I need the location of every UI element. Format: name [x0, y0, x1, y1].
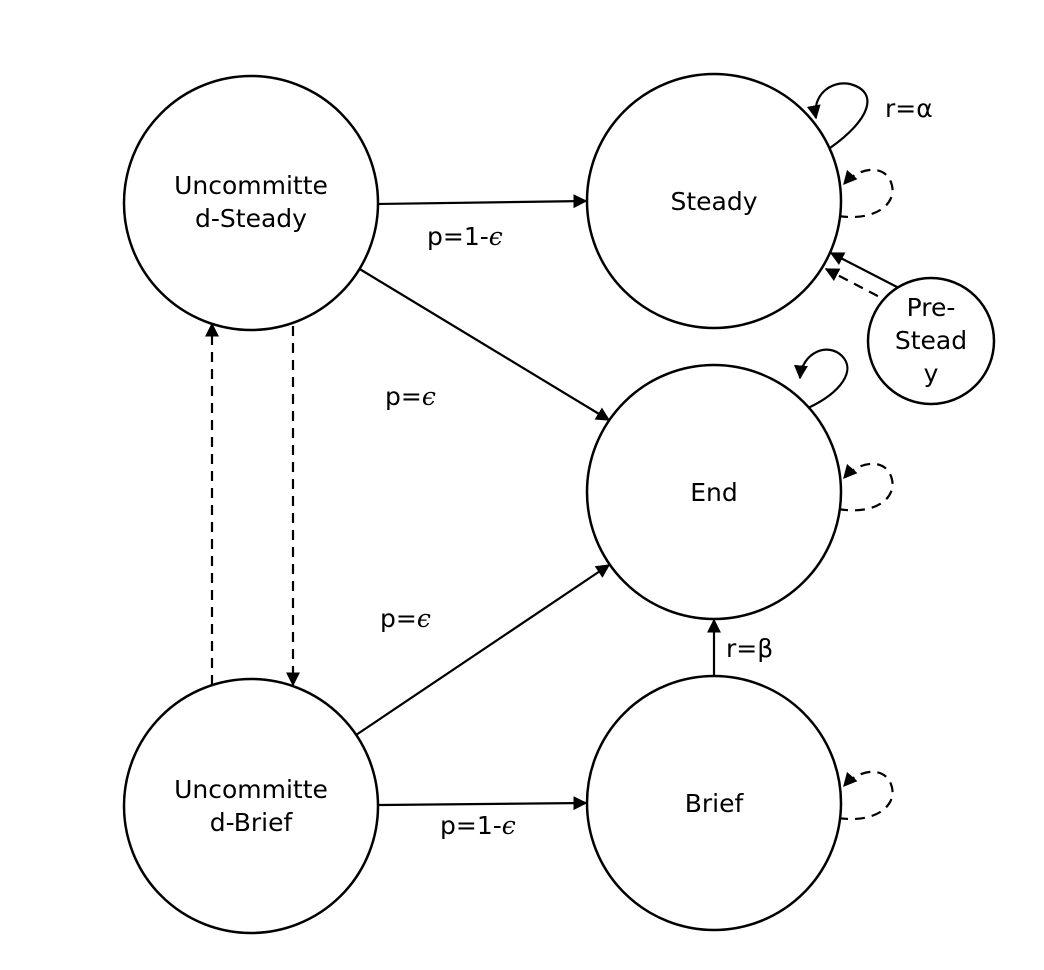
node-brief: Brief	[585, 674, 843, 932]
edge-us-to-end	[357, 267, 611, 421]
svg-text:Steady: Steady	[670, 187, 757, 216]
edge-ub-to-end	[355, 564, 611, 736]
node-uncommitted-brief: Uncommitte d-Brief	[122, 677, 380, 935]
svg-text:Pre-: Pre-	[907, 293, 956, 322]
label-us-to-end: p=ϵ	[385, 382, 436, 411]
steady-self-loop-solid	[806, 82, 869, 149]
edge-presteady-to-steady-dashed	[824, 268, 894, 305]
label-steady-self-loop: r=α	[885, 94, 933, 123]
node-uncommitted-steady: Uncommitte d-Steady	[122, 74, 380, 332]
edge-ub-to-brief	[377, 796, 588, 811]
edge-presteady-to-steady	[829, 252, 898, 288]
brief-self-loop-dashed	[837, 770, 894, 821]
label-ub-to-brief: p=1-ϵ	[440, 811, 516, 840]
svg-text:Brief: Brief	[685, 789, 745, 818]
node-steady: Steady	[585, 72, 843, 330]
svg-text:Uncommitte: Uncommitte	[174, 171, 328, 200]
svg-text:y: y	[924, 359, 939, 388]
node-pre-steady: Pre- Stead y	[866, 276, 996, 406]
label-ub-to-end: p=ϵ	[380, 604, 431, 633]
edge-us-to-steady	[377, 194, 588, 209]
svg-text:d-Brief: d-Brief	[210, 808, 294, 837]
svg-text:Stead: Stead	[895, 326, 967, 355]
svg-text:Uncommitte: Uncommitte	[174, 775, 328, 804]
steady-self-loop-dashed	[837, 168, 894, 219]
label-brief-to-end: r=β	[726, 634, 773, 663]
end-self-loop-dashed	[837, 462, 894, 512]
label-us-to-steady: p=1-ϵ	[427, 222, 503, 251]
node-end: End	[585, 363, 843, 621]
svg-text:End: End	[690, 478, 738, 507]
end-self-loop-solid	[793, 348, 849, 409]
svg-text:d-Steady: d-Steady	[195, 204, 307, 233]
